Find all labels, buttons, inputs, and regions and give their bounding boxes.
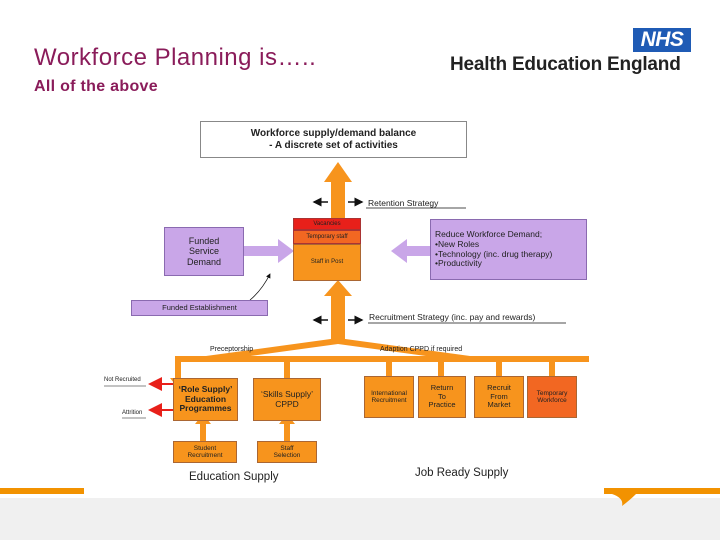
skills-supply-box: ‘Skills Supply’ CPPD [253,378,321,421]
nhs-logo: NHS [633,28,691,52]
footer-bar [0,498,720,540]
vacancies-band: Vacancies [293,218,361,230]
page-title: Workforce Planning is….. [34,44,317,71]
temporary-workforce-box: Temporary Workforce [527,376,577,418]
recruit-from-market-box: Recruit From Market [474,376,524,418]
not-recruited-label: Not Recruited [104,377,141,383]
preceptorship-label: Preceptorship [210,346,254,353]
staff-in-post-band: Staff in Post [293,244,361,281]
footer-accent-left [0,488,84,494]
funded-demand-arrow [244,239,294,263]
temporary-staff-band: Temporary staff [293,230,361,244]
return-to-practice-box: Return To Practice [418,376,466,418]
student-recruitment-box: Student Recruitment [173,441,237,463]
footer-accent-right [604,488,720,506]
reduce-workforce-demand: Reduce Workforce Demand; •New Roles •Tec… [430,219,587,280]
establishment-pointer [249,273,271,301]
recruitment-strategy-label: Recruitment Strategy (inc. pay and rewar… [369,312,536,322]
reduce-demand-arrow [391,239,431,263]
international-recruitment-box: International Recruitment [364,376,414,418]
retention-label: Retention Strategy [368,198,439,208]
education-supply-label: Education Supply [189,471,279,483]
job-ready-supply-label: Job Ready Supply [415,467,509,479]
org-name: Health Education England [450,54,681,75]
recruitment-arrow [324,280,352,342]
adaption-label: Adaption CPPD if required [380,346,463,353]
role-supply-box: ‘Role Supply’ Education Programmes [173,378,238,421]
staff-selection-box: Staff Selection [257,441,317,463]
balance-box: Workforce supply/demand balance - A disc… [200,121,467,158]
funded-establishment: Funded Establishment [131,300,268,316]
attrition-label: Attrition [122,410,143,416]
page-subtitle: All of the above [34,78,158,95]
arrow-to-balance [324,162,352,218]
funded-service-demand: Funded Service Demand [164,227,244,276]
